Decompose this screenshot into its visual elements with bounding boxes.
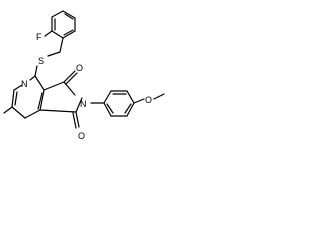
methylene-linker	[47, 37, 64, 57]
carbonyl-oxygen-top-label: O	[76, 63, 83, 73]
imide-nitrogen-label: N	[80, 99, 87, 109]
fluorine-label: F	[36, 32, 42, 42]
thioether-bond	[34, 65, 38, 77]
molecule-structure-diagram: F S N N O O O	[0, 0, 173, 151]
imide-ring	[39, 70, 83, 129]
sulfur-label: S	[38, 56, 44, 66]
ring-nitrogen-label: N	[21, 79, 28, 89]
carbonyl-oxygen-bottom-label: O	[78, 131, 85, 141]
methoxyphenyl-ring	[103, 90, 165, 117]
molecule-structure-svg: F S N N O O O	[3, 10, 165, 141]
methoxy-oxygen-label: O	[145, 95, 152, 105]
pyridine-ring	[3, 75, 45, 119]
fluorophenyl-ring	[44, 10, 76, 39]
